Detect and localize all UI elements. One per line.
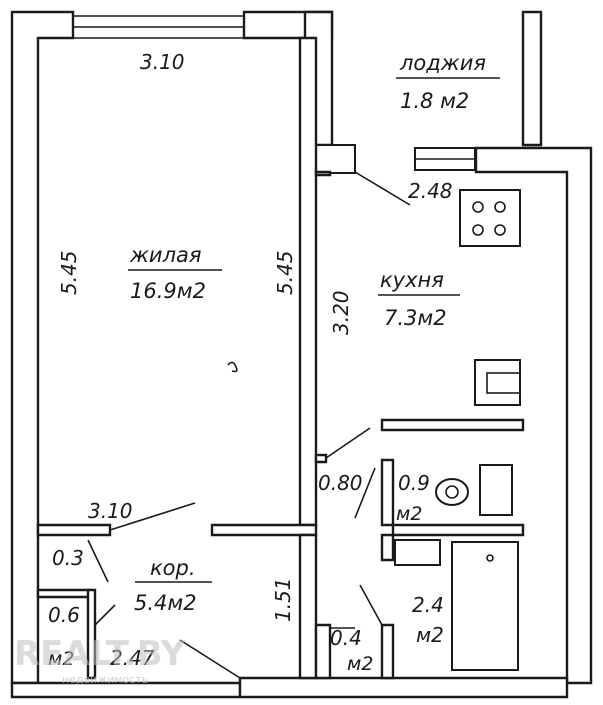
sink-icon bbox=[474, 359, 521, 406]
wc-area-value: 0.9 bbox=[398, 471, 430, 495]
living-height-right: 5.45 bbox=[273, 250, 297, 295]
living-width-top: 3.10 bbox=[140, 50, 185, 74]
closet-left-area-unit: м2 bbox=[48, 648, 74, 670]
closet-left-area-value: 0.6 bbox=[48, 603, 80, 627]
corridor-name: кор. bbox=[150, 556, 196, 580]
kitchen-area: 7.3м2 bbox=[384, 306, 447, 330]
corridor-dim-b: 2.47 bbox=[110, 646, 155, 670]
loggia-name: лоджия bbox=[399, 51, 486, 75]
top-window bbox=[73, 15, 244, 39]
living-name: жилая bbox=[129, 243, 202, 267]
bathtub-icon bbox=[451, 541, 519, 671]
door-swings bbox=[87, 427, 383, 679]
toilet-icon bbox=[435, 464, 513, 516]
washbasin-icon bbox=[394, 539, 441, 566]
closet-small-area-value: 0.4 bbox=[330, 626, 362, 650]
kitchen-name: кухня bbox=[380, 268, 444, 292]
interior-walls bbox=[36, 36, 525, 680]
corridor-area: 5.4м2 bbox=[134, 591, 197, 615]
living-height-left: 5.45 bbox=[57, 250, 81, 295]
watermark-tagline: недвижимость bbox=[62, 673, 148, 686]
living-area: 16.9м2 bbox=[130, 279, 206, 303]
corridor-dim-a: 0.3 bbox=[52, 546, 84, 570]
loggia-area: 1.8 м2 bbox=[400, 89, 469, 113]
living-width-bottom: 3.10 bbox=[88, 499, 133, 523]
stove-icon bbox=[459, 189, 521, 247]
bath-area-value: 2.4 bbox=[412, 593, 444, 617]
center-mark bbox=[227, 361, 238, 373]
kitchen-height-left: 3.20 bbox=[329, 290, 353, 335]
door-width: 0.80 bbox=[318, 471, 363, 495]
bath-area-unit: м2 bbox=[416, 623, 444, 647]
wc-area-unit: м2 bbox=[396, 503, 422, 525]
closet-small-area-unit: м2 bbox=[347, 653, 373, 675]
kitchen-width-top: 2.48 bbox=[408, 179, 453, 203]
watermark-brand-text: REALT.BY bbox=[14, 634, 186, 674]
corridor-dim-c: 1.51 bbox=[271, 577, 295, 622]
